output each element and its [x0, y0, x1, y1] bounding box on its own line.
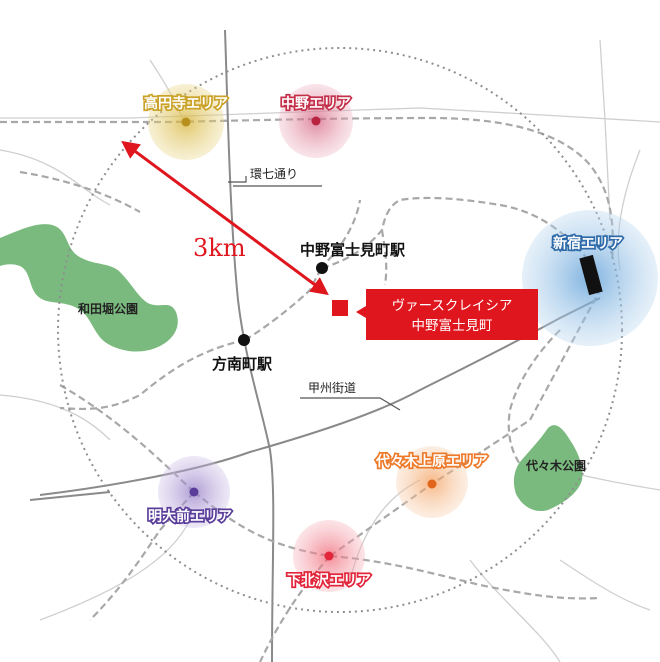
koshu-road-label: 甲州街道 [308, 381, 356, 395]
wadabori-park-label: 和田堀公園 [77, 301, 138, 316]
yoyogi-park-label: 代々木公園 [525, 458, 586, 473]
distance-label: 3km [193, 234, 246, 262]
koenji-dot [181, 117, 191, 127]
park-yoyogi [513, 425, 583, 512]
yoyogiuehara-area-label: 代々木上原エリア [375, 453, 488, 470]
shimokitazawa-dot [324, 551, 334, 561]
shinjuku-station-block [579, 254, 603, 296]
meidaimae-area-label: 明大前エリア [148, 508, 232, 525]
kannana-road-label: 環七通り [250, 167, 298, 181]
shinjuku-area-label: 新宿エリア [553, 235, 623, 252]
property-label-box [356, 289, 538, 340]
koenji-area-label: 高円寺エリア [144, 95, 228, 112]
yoyogiuehara-dot [427, 479, 437, 489]
park-wadabori [0, 224, 178, 352]
property-name-line2: 中野富士見町 [412, 317, 493, 334]
meidaimae-dot [189, 487, 199, 497]
nakano-fujimicho-station-label: 中野富士見町駅 [300, 241, 406, 259]
property-name-line1: ヴァースクレイシア [392, 297, 513, 314]
shimokitazawa-area-label: 下北沢エリア [287, 572, 371, 589]
nakano-fujimicho-station-dot [316, 262, 328, 274]
honancho-station-label: 方南町駅 [212, 355, 273, 373]
property-marker [332, 300, 348, 316]
nakano-area-label: 中野エリア [281, 95, 351, 112]
nakano-dot [311, 116, 321, 126]
distance-arrow [121, 140, 329, 296]
honancho-station-dot [238, 334, 250, 346]
